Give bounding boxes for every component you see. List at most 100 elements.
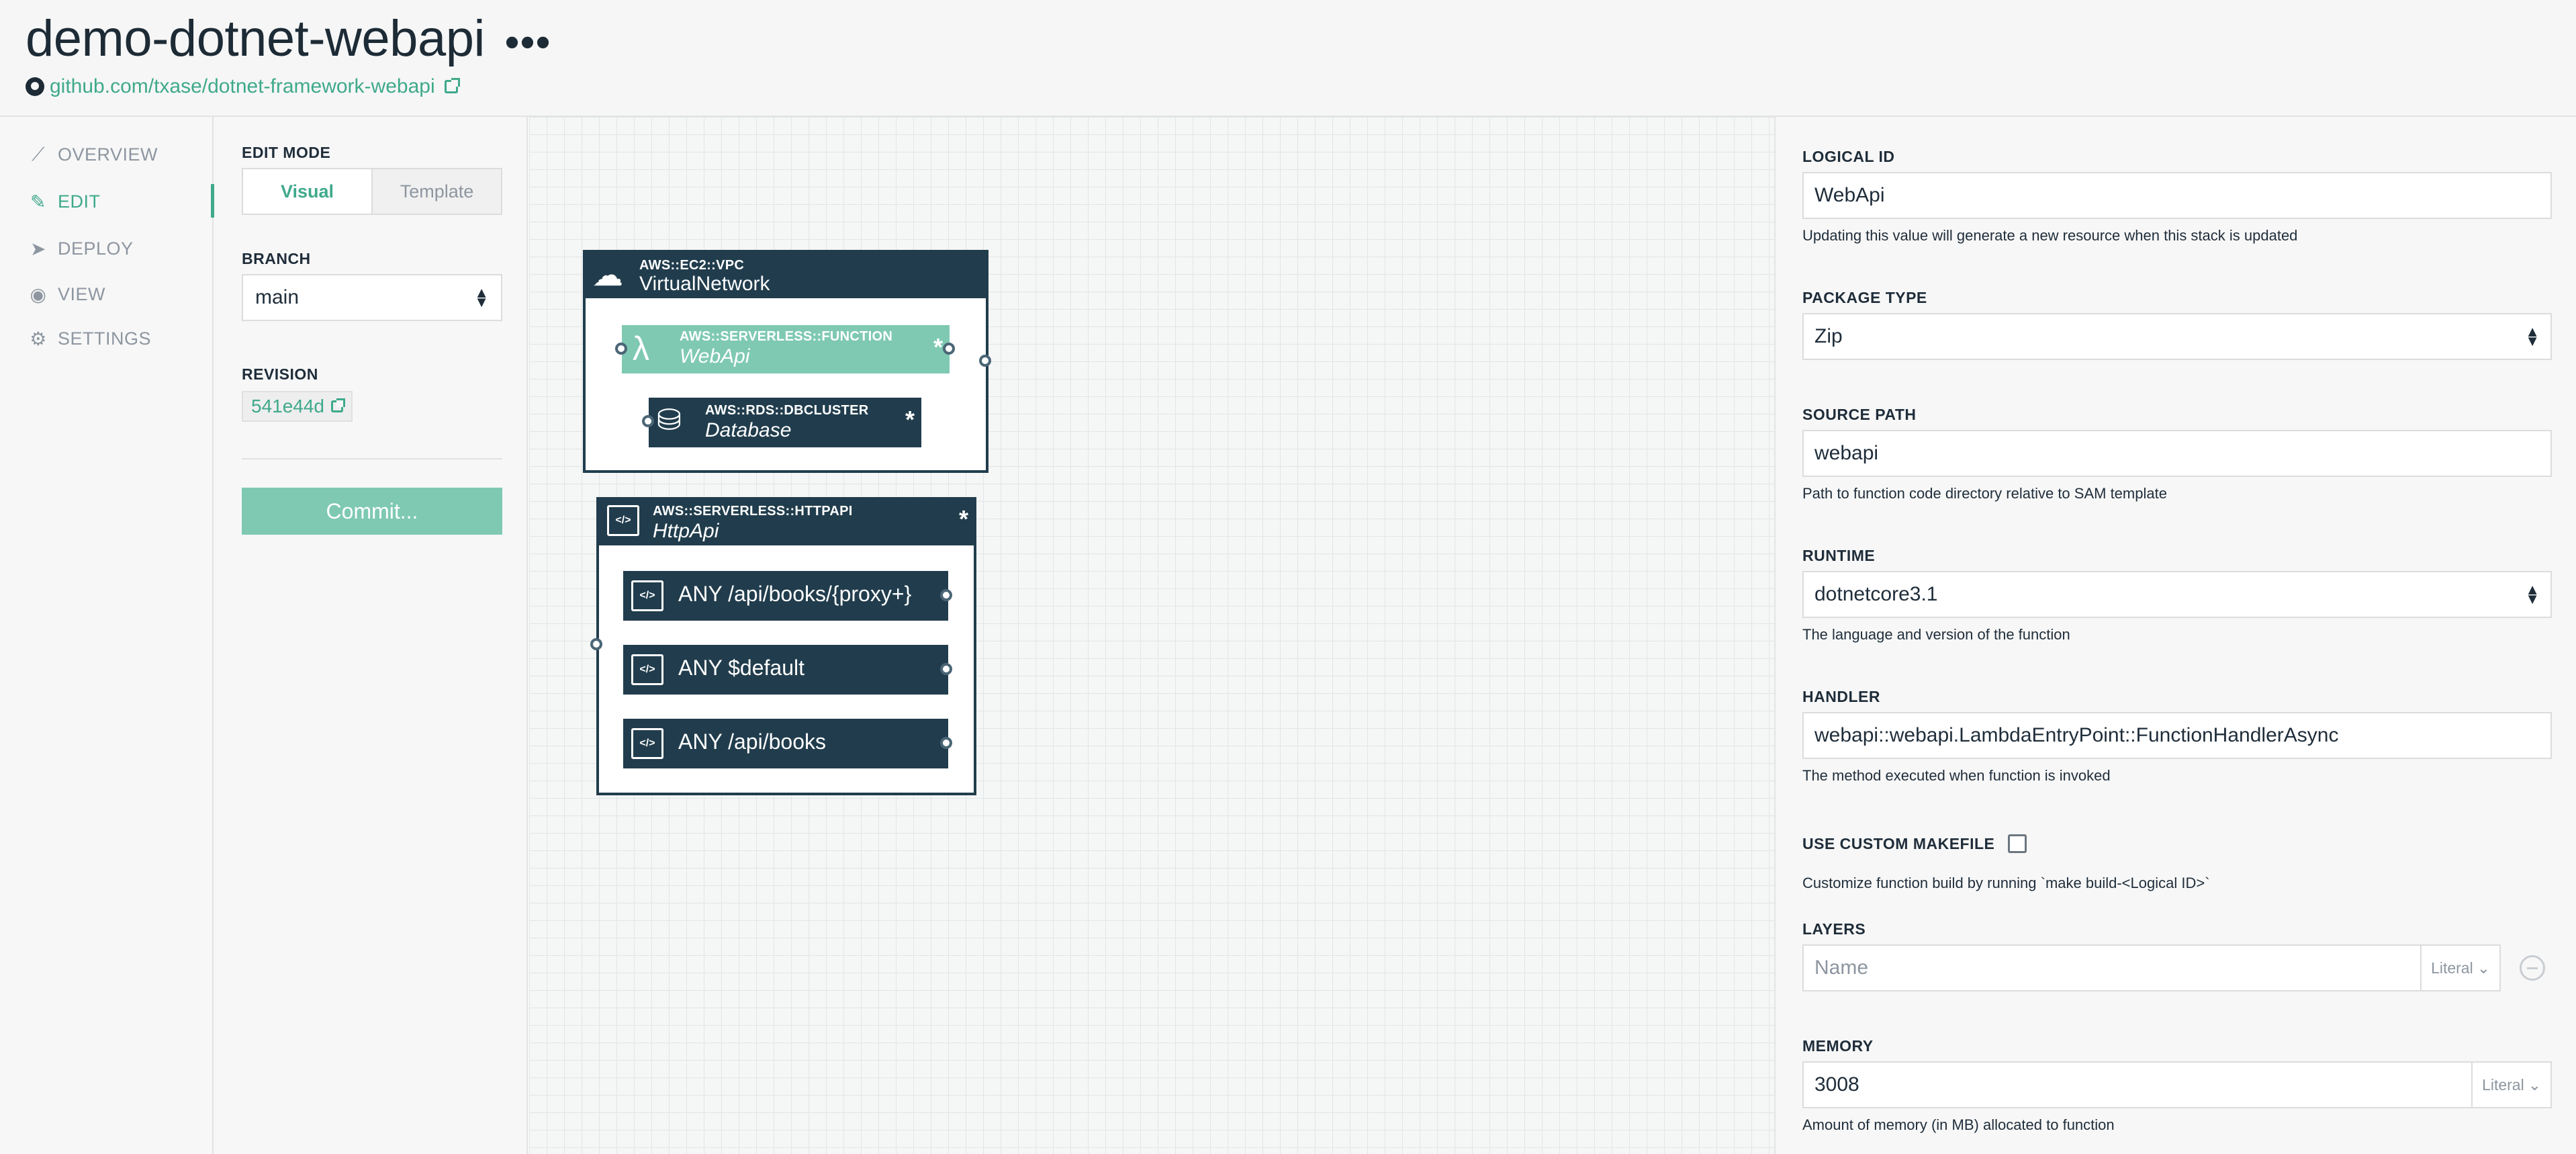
runtime-label: RUNTIME bbox=[1802, 547, 1876, 564]
repo-link[interactable]: github.com/txase/dotnet-framework-webapi bbox=[26, 75, 460, 98]
revision-value[interactable]: 541e44d bbox=[251, 396, 325, 416]
commit-button[interactable]: Commit... bbox=[242, 488, 502, 535]
lambda-icon: λ bbox=[633, 330, 649, 367]
layers-input[interactable]: Name Literal ⌄ bbox=[1802, 944, 2501, 991]
branch-label: BRANCH bbox=[242, 250, 311, 267]
route-label: ANY $default bbox=[678, 656, 804, 680]
route-label: ANY /api/books bbox=[678, 729, 826, 754]
external-link-icon bbox=[331, 398, 346, 412]
function-right-port[interactable] bbox=[943, 343, 955, 355]
route-item[interactable]: </> ANY /api/books/{proxy+} bbox=[623, 571, 948, 621]
source-path-value: webapi bbox=[1814, 442, 1879, 464]
nav-item-settings[interactable]: ⚙ SETTINGS bbox=[28, 328, 151, 350]
route-item[interactable]: </> ANY $default bbox=[623, 645, 948, 695]
layers-label: LAYERS bbox=[1802, 920, 1866, 938]
vpc-node-header: ☁ AWS::EC2::VPC VirtualNetwork bbox=[586, 253, 986, 298]
nav-item-label: OVERVIEW bbox=[58, 144, 158, 165]
logical-id-input[interactable]: WebApi bbox=[1802, 172, 2552, 219]
nav-item-edit[interactable]: ✎ EDIT bbox=[28, 191, 101, 213]
repo-link-text[interactable]: github.com/txase/dotnet-framework-webapi bbox=[50, 75, 435, 97]
properties-panel: LOGICAL ID WebApi Updating this value wi… bbox=[1774, 117, 2576, 1154]
vpc-right-port[interactable] bbox=[979, 355, 991, 367]
branch-value: main bbox=[255, 286, 300, 308]
eye-icon: ◉ bbox=[30, 284, 47, 305]
memory-mode-dropdown[interactable]: Literal ⌄ bbox=[2471, 1063, 2550, 1107]
handler-input[interactable]: webapi::webapi.LambdaEntryPoint::Functio… bbox=[1802, 712, 2552, 759]
nav-item-overview[interactable]: ⟋ OVERVIEW bbox=[28, 144, 158, 166]
page-title: demo-dotnet-webapi bbox=[26, 10, 485, 67]
route-item[interactable]: </> ANY /api/books bbox=[623, 719, 948, 768]
package-type-select[interactable]: Zip ▲▼ bbox=[1802, 313, 2552, 360]
pencil-icon: ✎ bbox=[30, 191, 46, 212]
modified-marker: * bbox=[933, 333, 943, 361]
api-route-icon: </> bbox=[631, 580, 663, 611]
layers-mode-value: Literal bbox=[2431, 959, 2473, 977]
function-type: AWS::SERVERLESS::FUNCTION bbox=[680, 329, 893, 344]
select-arrows-icon: ▲▼ bbox=[474, 284, 489, 310]
more-options-button[interactable]: ••• bbox=[505, 19, 552, 64]
custom-makefile-checkbox[interactable] bbox=[2008, 834, 2027, 853]
custom-makefile-row: USE CUSTOM MAKEFILE bbox=[1802, 834, 2027, 853]
custom-makefile-help: Customize function build by running `mak… bbox=[1802, 875, 2210, 891]
select-arrows-icon: ▲▼ bbox=[2525, 323, 2540, 349]
remove-layer-icon[interactable] bbox=[2520, 955, 2545, 981]
custom-makefile-label: USE CUSTOM MAKEFILE bbox=[1802, 834, 1995, 852]
mode-template-button[interactable]: Template bbox=[400, 181, 474, 202]
database-name: Database bbox=[705, 419, 792, 441]
handler-label: HANDLER bbox=[1802, 688, 1880, 705]
nav-item-label: EDIT bbox=[58, 191, 101, 212]
route-port[interactable] bbox=[940, 663, 952, 675]
runtime-select[interactable]: dotnetcore3.1 ▲▼ bbox=[1802, 571, 2552, 618]
handler-value: webapi::webapi.LambdaEntryPoint::Functio… bbox=[1814, 724, 2339, 746]
mode-visual-button[interactable]: Visual bbox=[243, 169, 373, 214]
revision-label: REVISION bbox=[242, 365, 318, 383]
modified-marker: * bbox=[905, 406, 915, 433]
package-type-value: Zip bbox=[1814, 325, 1843, 347]
package-type-label: PACKAGE TYPE bbox=[1802, 289, 1927, 306]
database-type: AWS::RDS::DBCLUSTER bbox=[705, 403, 869, 418]
nav-item-deploy[interactable]: ➤ DEPLOY bbox=[28, 238, 134, 260]
runtime-value: dotnetcore3.1 bbox=[1814, 583, 1938, 605]
database-left-port[interactable] bbox=[642, 415, 654, 427]
vpc-node[interactable]: ☁ AWS::EC2::VPC VirtualNetwork λ AWS::SE… bbox=[583, 250, 991, 473]
modified-marker: * bbox=[958, 505, 968, 533]
api-route-icon: </> bbox=[631, 654, 663, 685]
memory-mode-value: Literal bbox=[2482, 1075, 2524, 1094]
chart-line-icon: ⟋ bbox=[31, 144, 46, 165]
active-indicator bbox=[211, 184, 214, 218]
httpapi-left-port[interactable] bbox=[590, 638, 602, 650]
design-canvas[interactable]: ☁ AWS::EC2::VPC VirtualNetwork λ AWS::SE… bbox=[529, 117, 1774, 1154]
external-link-icon bbox=[444, 78, 460, 93]
paper-plane-icon: ➤ bbox=[30, 238, 46, 259]
revision-link[interactable]: 541e44d bbox=[242, 391, 353, 422]
divider bbox=[242, 458, 502, 459]
edit-mode-label: EDIT MODE bbox=[242, 144, 331, 161]
vpc-type: AWS::EC2::VPC bbox=[639, 258, 745, 273]
database-node[interactable]: ⛁ AWS::RDS::DBCLUSTER Database * bbox=[649, 398, 921, 447]
runtime-help: The language and version of the function bbox=[1802, 626, 2070, 643]
httpapi-type: AWS::SERVERLESS::HTTPAPI bbox=[653, 504, 853, 519]
layers-placeholder: Name bbox=[1814, 957, 1869, 979]
branch-select[interactable]: main ▲▼ bbox=[242, 274, 502, 321]
page-header: demo-dotnet-webapi ••• github.com/txase/… bbox=[0, 0, 2576, 117]
api-route-icon: </> bbox=[631, 728, 663, 759]
source-path-input[interactable]: webapi bbox=[1802, 430, 2552, 477]
route-port[interactable] bbox=[940, 589, 952, 601]
sidebar-nav: ⟋ OVERVIEW ✎ EDIT ➤ DEPLOY ◉ VIEW ⚙ SETT… bbox=[0, 117, 214, 1154]
chevron-down-icon: ⌄ bbox=[2528, 1075, 2541, 1094]
nav-item-label: SETTINGS bbox=[58, 328, 152, 349]
httpapi-node[interactable]: </> AWS::SERVERLESS::HTTPAPI HttpApi * <… bbox=[590, 497, 976, 795]
nav-item-view[interactable]: ◉ VIEW bbox=[28, 283, 105, 306]
function-node[interactable]: λ AWS::SERVERLESS::FUNCTION WebApi * bbox=[622, 325, 950, 373]
memory-label: MEMORY bbox=[1802, 1037, 1874, 1055]
database-icon: ⛁ bbox=[657, 404, 682, 437]
api-gateway-icon: </> bbox=[607, 505, 639, 536]
logical-id-help: Updating this value will generate a new … bbox=[1802, 227, 2298, 244]
route-port[interactable] bbox=[940, 737, 952, 749]
layers-mode-dropdown[interactable]: Literal ⌄ bbox=[2420, 946, 2499, 990]
gear-icon: ⚙ bbox=[30, 328, 47, 349]
function-name: WebApi bbox=[680, 345, 750, 367]
function-left-port[interactable] bbox=[615, 343, 627, 355]
nav-item-label: VIEW bbox=[58, 284, 106, 304]
memory-input[interactable]: 3008 Literal ⌄ bbox=[1802, 1061, 2552, 1108]
